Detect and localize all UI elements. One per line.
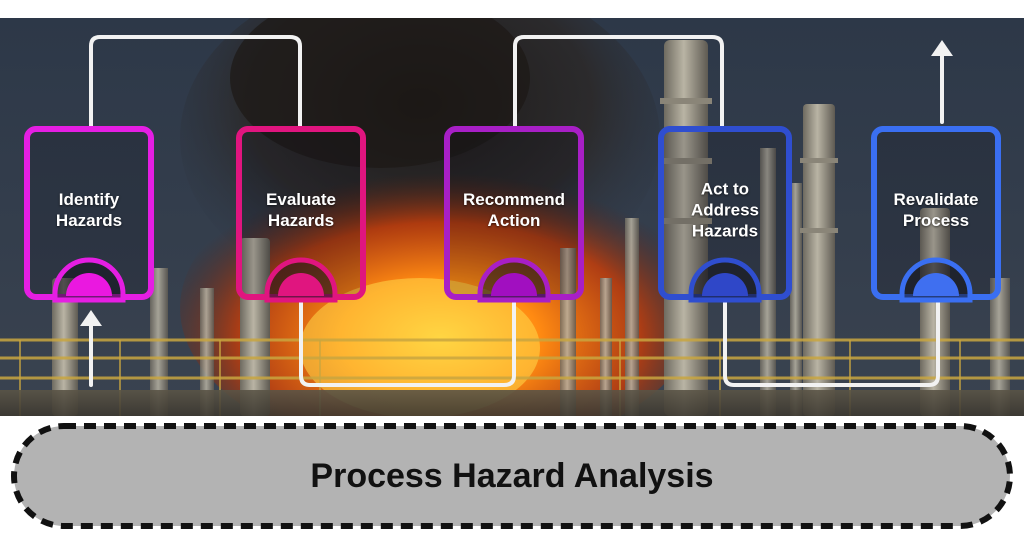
port-dome-icon-recommend <box>491 273 537 296</box>
step-boxes <box>24 126 1001 303</box>
connector-act-revalidate <box>723 298 940 387</box>
port-dome-icon-revalidate <box>913 273 959 296</box>
input-arrow-head-icon <box>80 310 102 326</box>
refinery-fire-background <box>0 18 1024 416</box>
output-arrow-head-icon <box>931 40 953 56</box>
flow-connectors <box>89 35 944 387</box>
step-box-act <box>658 126 792 303</box>
port-dome-icon-identify <box>66 273 112 296</box>
connector-recommend-act <box>513 35 724 128</box>
step-box-revalidate <box>871 126 1001 303</box>
port-dome-icon-evaluate <box>278 273 324 296</box>
connector-evaluate-recommend <box>299 298 516 387</box>
ground <box>0 390 1024 416</box>
title-banner <box>11 423 1013 529</box>
step-box-evaluate <box>236 126 366 303</box>
step-box-identify <box>24 126 154 303</box>
fire-core <box>300 278 540 416</box>
connector-identify-evaluate <box>89 35 302 128</box>
step-box-recommend <box>444 126 584 303</box>
port-dome-icon-act <box>702 273 748 296</box>
